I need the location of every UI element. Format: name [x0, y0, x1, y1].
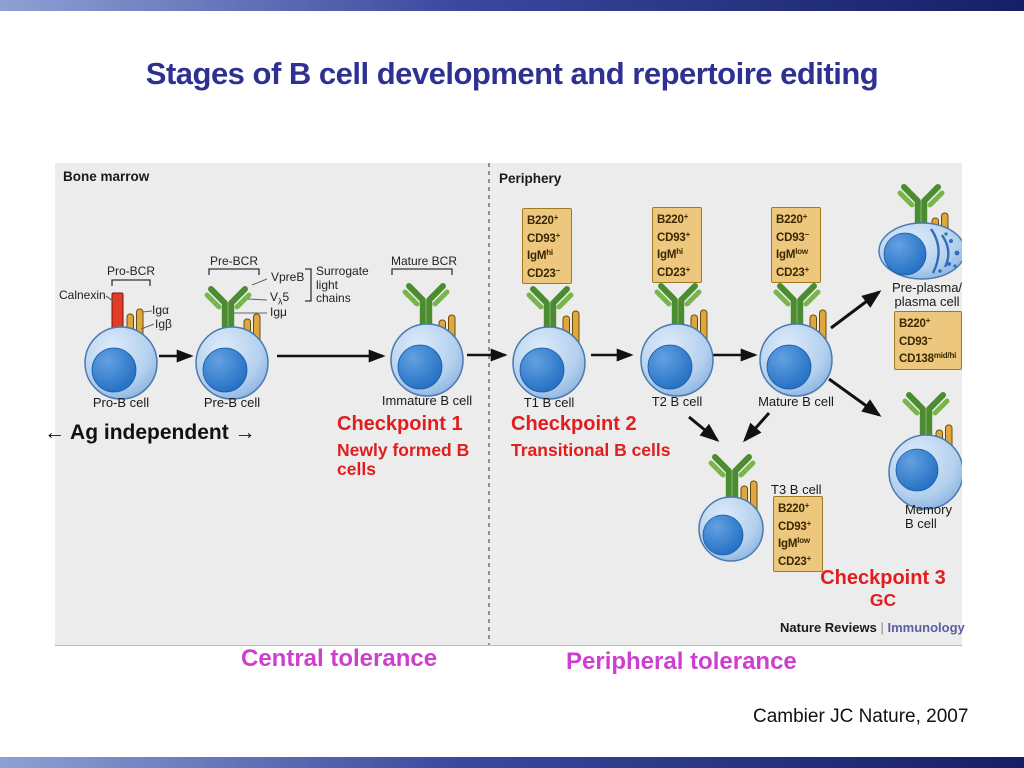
ig-mu-label: Igμ [270, 305, 287, 319]
surrogate-light-chains-label: Surrogate light chains [316, 264, 369, 305]
bottom-decoration-bar [0, 757, 1024, 768]
ig-alpha-label: Igα [152, 303, 169, 317]
stage-arrows [159, 348, 758, 363]
t1-b-cell-label: T1 B cell [523, 395, 575, 410]
t2-b-cell-label: T2 B cell [651, 394, 703, 409]
memory-b-cell-graphic [888, 395, 962, 510]
ag-independent-label: ← Ag independent → [44, 421, 256, 444]
checkpoint-3: Checkpoint 3 GC [820, 567, 946, 610]
immature-b-cell-label: Immature B cell [381, 393, 473, 408]
marker-box-t1: B220+ CD93+ IgMhi CD23− [522, 208, 572, 284]
figure-graphics [84, 163, 962, 645]
memory-b-cell-label: Memory B cell [905, 502, 952, 531]
figure-panel: Bone marrow Periphery Pro-BCR Calnexin I… [55, 163, 965, 646]
section-label-bone-marrow: Bone marrow [63, 169, 150, 184]
pro-b-cell-graphic [84, 292, 158, 400]
mature-b-cell-label: Mature B cell [758, 394, 834, 409]
journal-credit: Nature Reviews | Immunology [780, 620, 965, 635]
mature-bcr-label: Mature BCR [391, 254, 458, 268]
marker-box-t2: B220+ CD93+ IgMhi CD23+ [652, 207, 702, 283]
pre-bcr-label: Pre-BCR [210, 254, 259, 268]
t3-b-cell-label: T3 B cell [771, 482, 822, 497]
t2-b-cell-graphic [640, 286, 714, 397]
pro-b-cell-label: Pro-B cell [92, 395, 150, 410]
top-decoration-bar [0, 0, 1024, 11]
t1-b-cell-graphic [512, 289, 586, 400]
slide-title: Stages of B cell development and reperto… [145, 56, 879, 91]
v-lambda5-label: Vλ5 [270, 290, 290, 307]
pre-plasma-cell-label: Pre-plasma/ plasma cell [891, 280, 963, 309]
peripheral-tolerance-label: Peripheral tolerance [566, 648, 797, 675]
vpreb-label: VpreB [271, 270, 305, 284]
marker-box-pre-plasma: B220+ CD93− CD138mid/hi [894, 311, 962, 370]
central-tolerance-label: Central tolerance [241, 645, 438, 672]
citation-text: Cambier JC Nature, 2007 [753, 706, 969, 727]
label-connector-lines [105, 278, 268, 330]
checkpoint-2: Checkpoint 2 Transitional B cells [511, 413, 671, 460]
checkpoint-1: Checkpoint 1 Newly formed B cells [337, 413, 470, 479]
marker-box-mature: B220+ CD93− IgMlow CD23+ [771, 207, 821, 283]
mature-b-cell-graphic [759, 286, 833, 397]
immature-b-cell-graphic [390, 286, 464, 397]
branch-arrows [688, 290, 882, 443]
calnexin-label: Calnexin [59, 288, 106, 302]
label-brackets [111, 268, 453, 302]
pre-b-cell-graphic [195, 289, 269, 400]
pre-plasma-cell-graphic [878, 187, 962, 280]
ig-beta-label: Igβ [155, 317, 172, 331]
pro-bcr-label: Pro-BCR [107, 264, 156, 278]
section-label-periphery: Periphery [499, 171, 562, 186]
t3-b-cell-graphic [698, 457, 764, 562]
marker-box-t3: B220+ CD93+ IgMlow CD23+ [773, 496, 823, 572]
pre-b-cell-label: Pre-B cell [203, 395, 261, 410]
